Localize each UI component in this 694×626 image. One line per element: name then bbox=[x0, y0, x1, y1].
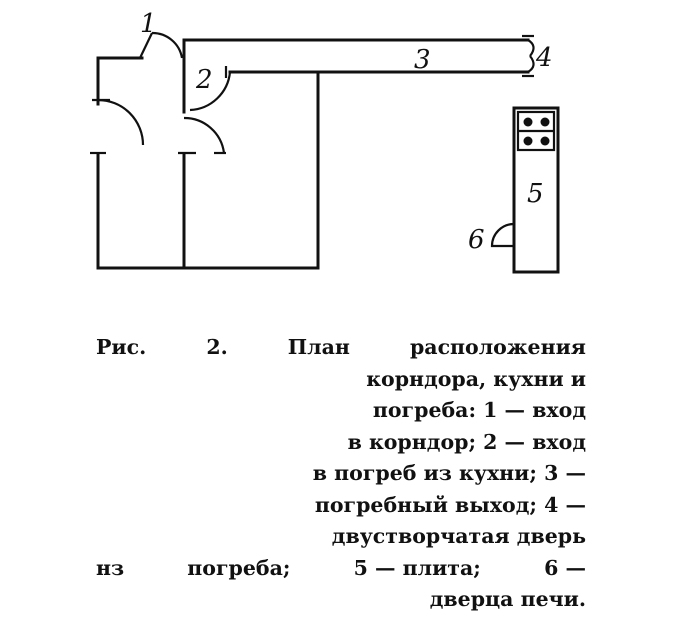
caption-word: План bbox=[287, 335, 350, 359]
caption-line-4: в корндор; 2 — вход bbox=[347, 429, 586, 454]
caption-line-6: погребный выход; 4 — bbox=[314, 492, 586, 517]
label-2: 2 bbox=[195, 65, 213, 95]
caption-number: 2. bbox=[206, 335, 228, 359]
label-4: 4 bbox=[535, 43, 553, 73]
caption-fig: Рис. bbox=[96, 335, 147, 359]
cellar-exit-passage bbox=[182, 38, 530, 270]
stove-burner bbox=[540, 117, 550, 127]
label-5: 5 bbox=[527, 179, 544, 209]
caption-line-5: в погреб из кухни; 3 — bbox=[312, 461, 586, 485]
caption-word: 6 — bbox=[544, 555, 586, 580]
cellar-door bbox=[189, 66, 232, 112]
label-1: 1 bbox=[140, 9, 157, 39]
corridor-inner-door bbox=[90, 98, 145, 155]
caption-line-7: двустворчатая дверь bbox=[331, 524, 586, 548]
stove-burner bbox=[523, 136, 533, 146]
corridor-room bbox=[96, 56, 320, 270]
caption-line-3: погреба: 1 — вход bbox=[372, 398, 586, 422]
caption-line-9: дверца печи. bbox=[429, 587, 586, 611]
figure-caption: Рис. 2. План расположения корндора, кухн… bbox=[96, 332, 586, 616]
caption-word: расположения bbox=[409, 335, 586, 359]
stove-burner bbox=[523, 117, 533, 127]
stove-door bbox=[490, 222, 515, 248]
caption-line-1: Рис. 2. План расположения bbox=[96, 332, 586, 364]
caption-line-8: нз погреба; 5 — плита; 6 — bbox=[96, 553, 586, 585]
label-3: 3 bbox=[414, 45, 431, 75]
caption-word: нз bbox=[96, 555, 125, 580]
stove bbox=[512, 106, 560, 274]
label-6: 6 bbox=[468, 225, 485, 255]
caption-word: погреба; bbox=[187, 555, 291, 580]
stove-burner bbox=[540, 136, 550, 146]
entrance-door bbox=[139, 31, 184, 59]
caption-line-2: корндора, кухни и bbox=[366, 366, 586, 391]
caption-word: 5 — плита; bbox=[353, 555, 481, 580]
double-door bbox=[522, 34, 535, 78]
kitchen-door bbox=[183, 116, 226, 155]
partition-wall bbox=[178, 38, 196, 270]
